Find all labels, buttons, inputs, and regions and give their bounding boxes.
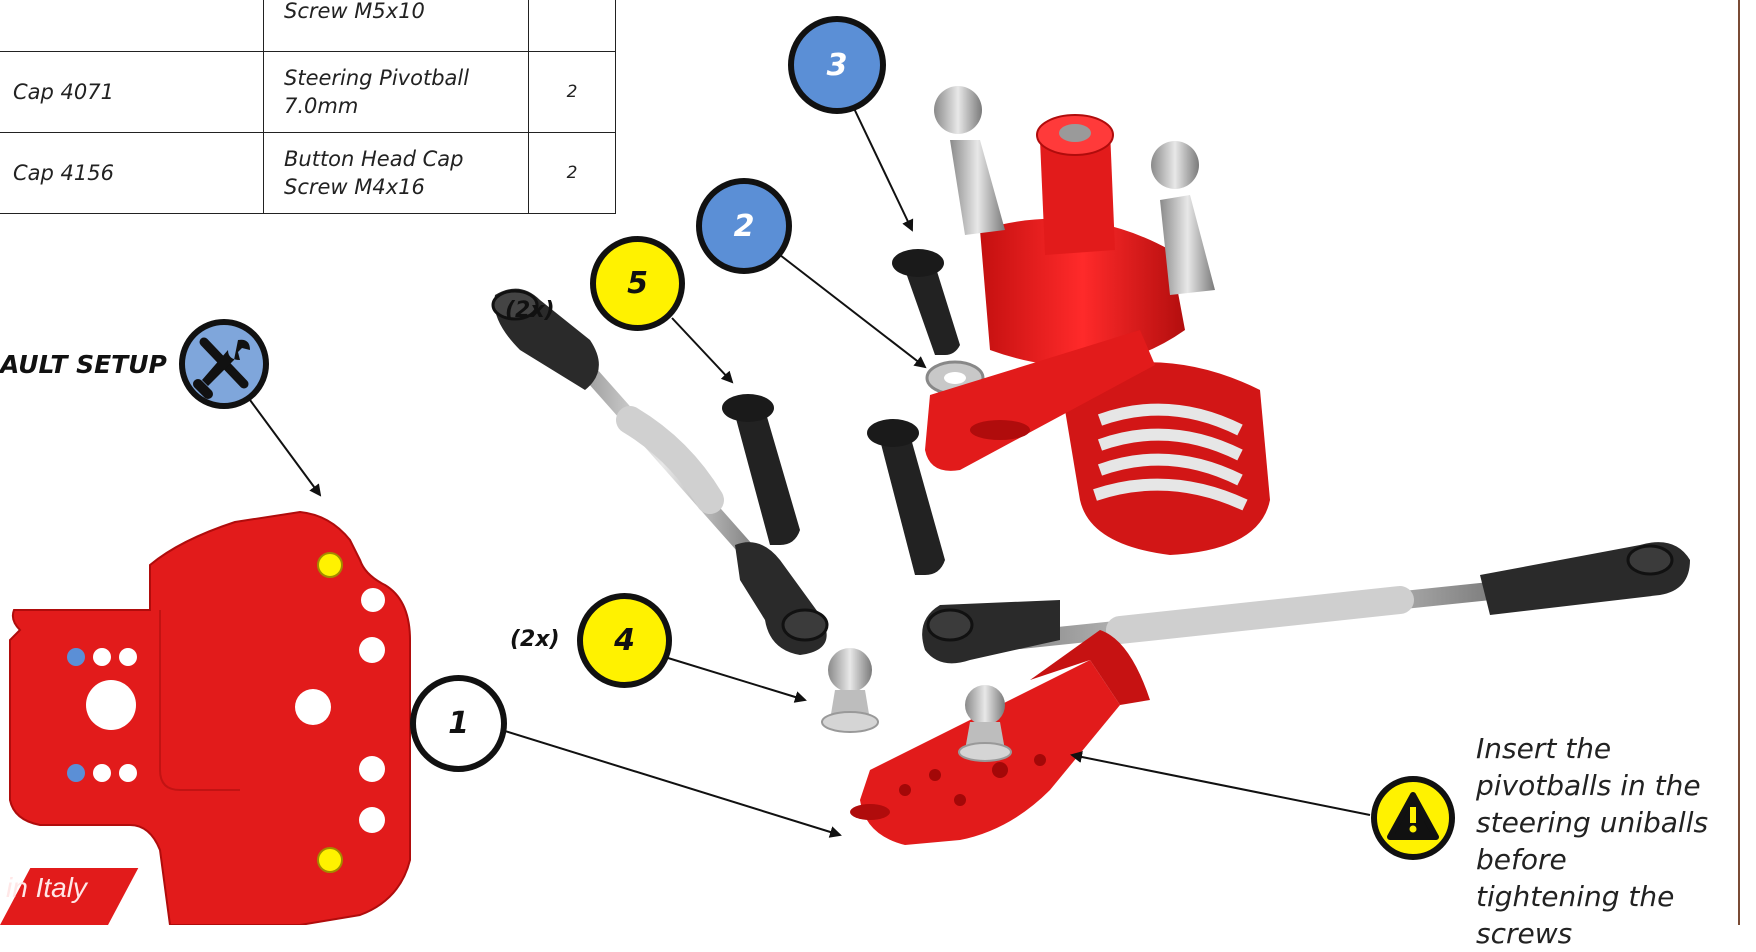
callout-5: 5 xyxy=(590,236,685,331)
upper-turnbuckle xyxy=(491,288,829,655)
pivotballs xyxy=(821,648,1012,762)
steering-plate-top-view xyxy=(9,510,411,925)
hole xyxy=(361,588,385,612)
hole xyxy=(295,689,331,725)
part-description: Steering Pivotball 7.0mm xyxy=(263,51,529,133)
hole xyxy=(359,807,385,833)
warning-icon xyxy=(1370,775,1456,861)
hole-yellow xyxy=(317,847,343,873)
parts-table: Screw M5x10 Cap 4071 Steering Pivotball … xyxy=(0,0,616,214)
callout-3: 3 xyxy=(788,16,886,114)
callout-4: 4 xyxy=(577,593,672,688)
assembly-note: Insert the pivotballs in the steering un… xyxy=(1476,732,1709,950)
page-border xyxy=(1738,0,1740,925)
quantity-label: (2x) xyxy=(510,627,560,652)
plate-body xyxy=(9,510,411,925)
part-qty: 2 xyxy=(528,51,616,133)
part-description: Screw M5x10 xyxy=(263,0,529,52)
wrench-screwdriver-icon xyxy=(178,318,270,410)
part-qty xyxy=(528,0,616,52)
table-row: Cap 4071 Steering Pivotball 7.0mm 2 xyxy=(0,51,616,133)
steering-hub-assembly xyxy=(925,86,1270,555)
table-row: Screw M5x10 xyxy=(0,0,616,52)
part-code: Cap 4156 xyxy=(0,132,264,214)
callout-1: 1 xyxy=(410,675,507,772)
callout-2: 2 xyxy=(696,178,792,274)
part-description: Button Head Cap Screw M4x16 xyxy=(263,132,529,214)
quantity-label: (2x) xyxy=(505,298,555,323)
brand-ribbon-text: in Italy xyxy=(6,872,87,903)
hole xyxy=(359,637,385,663)
part-code xyxy=(0,0,264,52)
center-hole xyxy=(86,680,136,730)
table-row: Cap 4156 Button Head Cap Screw M4x16 2 xyxy=(0,132,616,214)
default-setup-label: AULT SETUP xyxy=(0,350,167,379)
hole-yellow xyxy=(317,552,343,578)
leader-lines xyxy=(249,99,1371,838)
hole xyxy=(359,756,385,782)
exploded-assembly-illustration xyxy=(9,86,1690,925)
part-qty: 2 xyxy=(528,132,616,214)
lower-turnbuckle xyxy=(922,542,1690,664)
